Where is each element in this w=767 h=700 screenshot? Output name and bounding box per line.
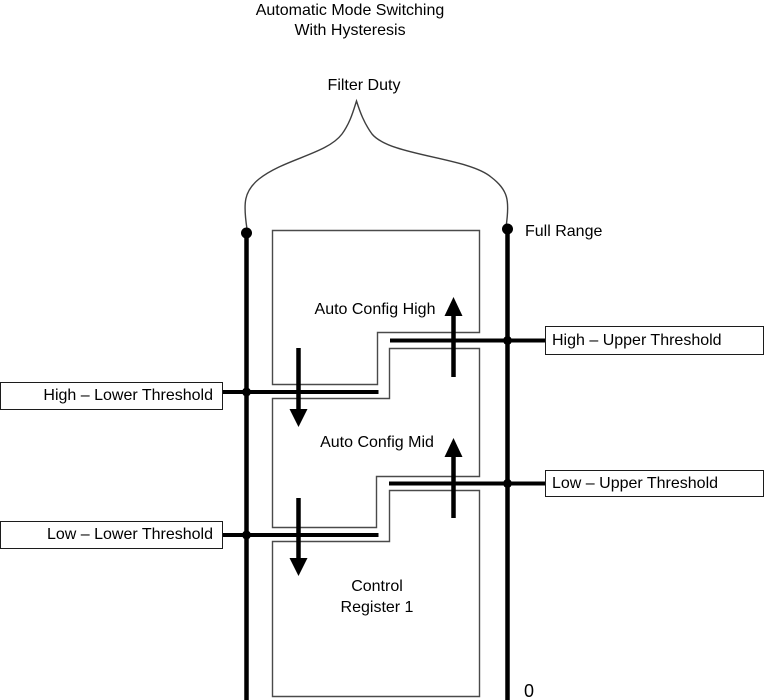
low-lower-threshold-callout: Low – Lower Threshold — [0, 521, 223, 549]
auto-config-high-box — [271, 229, 481, 386]
diagram-title-line-1: Automatic Mode Switching — [255, 2, 445, 19]
low-lower-junction-dot — [242, 530, 251, 540]
auto-config-high-label: Auto Config High — [314, 301, 436, 318]
mid-to-low-down-arrow — [289, 498, 308, 576]
low-upper-junction-dot — [503, 479, 512, 488]
high-lower-threshold-text: High – Lower Threshold — [43, 387, 213, 404]
mid-to-high-up-arrow — [444, 297, 463, 377]
zero-label: 0 — [524, 681, 535, 700]
control-register-label-line-2: Register 1 — [340, 599, 414, 616]
control-register-label: Control Register 1 — [277, 576, 477, 618]
control-register-box — [271, 489, 481, 698]
filter-duty-brace-curve — [244, 98, 509, 230]
full-range-label: Full Range — [525, 223, 603, 240]
high-upper-junction-dot — [503, 336, 512, 345]
control-register-label-line-1: Control — [351, 578, 403, 595]
diagram-title: Automatic Mode Switching With Hysteresis — [150, 1, 550, 41]
auto-config-mid-box — [271, 347, 481, 529]
right-rail-top-dot — [502, 223, 513, 235]
low-upper-threshold-text: Low – Upper Threshold — [552, 474, 719, 492]
high-lower-junction-dot — [242, 387, 251, 397]
high-lower-threshold-callout: High – Lower Threshold — [0, 382, 223, 410]
auto-config-mid-label: Auto Config Mid — [320, 434, 434, 451]
high-upper-threshold-text: High – Upper Threshold — [552, 331, 722, 349]
low-upper-threshold-callout: Low – Upper Threshold — [545, 470, 764, 497]
high-upper-threshold-callout: High – Upper Threshold — [545, 326, 764, 355]
diagram-title-line-2: With Hysteresis — [294, 22, 406, 39]
left-rail-top-dot — [241, 227, 252, 239]
high-to-mid-down-arrow — [289, 348, 308, 427]
low-lower-threshold-text: Low – Lower Threshold — [46, 526, 213, 543]
low-to-mid-up-arrow — [444, 438, 463, 518]
filter-duty-label: Filter Duty — [327, 77, 401, 94]
